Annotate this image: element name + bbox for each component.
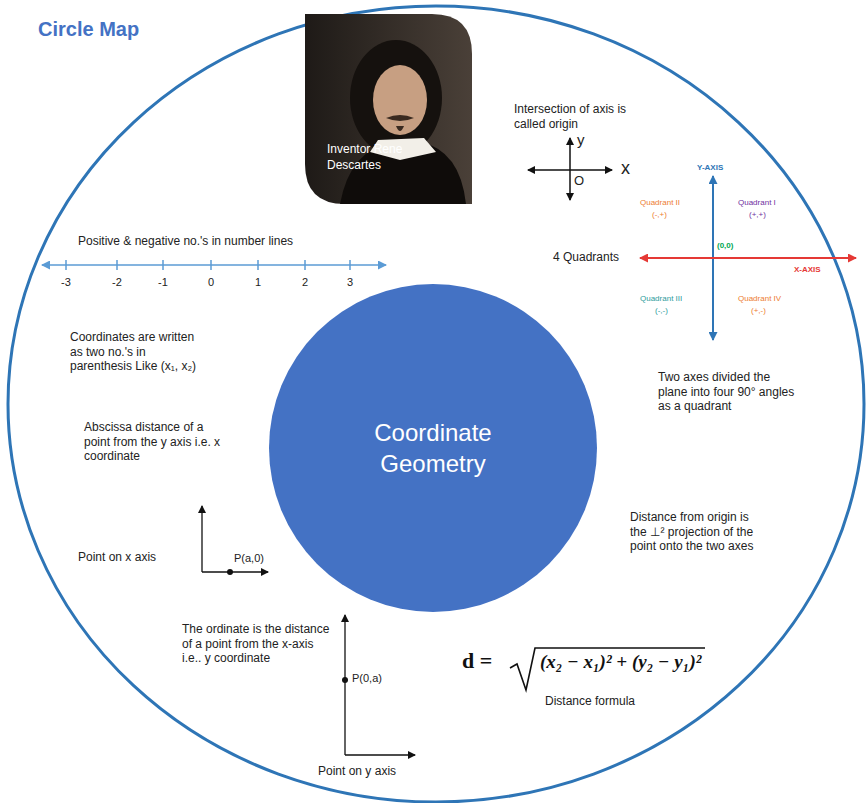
map-title: Circle Map <box>38 18 139 41</box>
portrait-caption: Inventor Rene Descartes <box>327 142 437 173</box>
quadrant-name: Quadrant IV <box>738 294 781 304</box>
point-label: P(0,a) <box>352 672 382 685</box>
quadrant-name: Quadrant III <box>640 294 682 304</box>
quadrant-signs: (-,-) <box>655 306 668 316</box>
y-axis-point-figure <box>342 615 415 755</box>
origin-coordinates: (0,0) <box>717 241 733 251</box>
formula-part: d = <box>462 648 492 675</box>
tick-number: 1 <box>248 276 268 289</box>
note-text: Point on y axis <box>318 764 396 779</box>
note-text: 4 Quadrants <box>553 250 619 265</box>
quadrant-signs: (+,-) <box>751 306 766 316</box>
note-text: Two axes divided the plane into four 90°… <box>658 370 800 414</box>
origin-letter: O <box>574 173 584 189</box>
quadrant-signs: (-,+) <box>652 210 667 220</box>
quadrant-signs: (+,+) <box>749 210 766 220</box>
quadrant-name: Quadrant I <box>738 198 776 208</box>
tick-number: 3 <box>340 276 360 289</box>
center-topic: Coordinate Geometry <box>328 417 538 479</box>
note-text: Distance from origin is the ⊥² projectio… <box>630 510 768 554</box>
formula-radicand: (x₂ − x₁)² + (y₂ − y₁)² <box>540 650 701 673</box>
tick-number: -2 <box>107 276 127 289</box>
note-text: Intersection of axis is called origin <box>514 102 642 131</box>
origin-axes <box>528 138 612 200</box>
descartes-portrait <box>305 14 472 204</box>
tick-number: -3 <box>56 276 76 289</box>
outer-circle <box>8 6 864 802</box>
x-axis-point-figure <box>202 506 268 575</box>
portrait-frame: Inventor Rene Descartes <box>305 14 472 204</box>
note-text: The ordinate is the distance of a point … <box>182 622 332 666</box>
number-line <box>42 260 386 270</box>
quadrant-axes <box>640 176 856 340</box>
axis-letter: x <box>621 158 630 180</box>
circle-outline <box>268 283 598 613</box>
note-text: Abscissa distance of a point from the y … <box>84 420 224 464</box>
axis-name: Y-AXIS <box>697 163 723 173</box>
quadrant-name: Quadrant II <box>640 198 680 208</box>
radical-sign <box>510 648 705 690</box>
tick-number: 2 <box>295 276 315 289</box>
note-text: Point on x axis <box>78 550 156 565</box>
axis-letter: y <box>577 131 585 149</box>
center-circle: Coordinate Geometry <box>268 283 598 613</box>
tick-number: -1 <box>153 276 173 289</box>
axis-name: X-AXIS <box>794 265 821 275</box>
note-text: Positive & negative no.'s in number line… <box>78 234 293 249</box>
tick-number: 0 <box>201 276 221 289</box>
point-label: P(a,0) <box>234 552 264 565</box>
formula-caption: Distance formula <box>545 694 635 709</box>
note-text: Coordinates are written as two no.'s in … <box>70 330 210 374</box>
